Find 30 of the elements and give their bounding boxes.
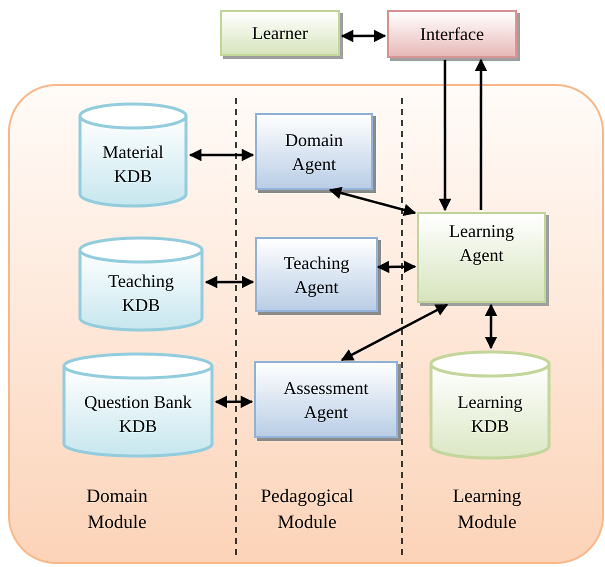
arrow (328, 186, 416, 216)
agent-box (417, 212, 546, 303)
arrow (474, 58, 488, 210)
node-label: Learner (251, 22, 309, 45)
node-label: Teaching Agent (282, 252, 350, 298)
agent-box (255, 237, 378, 312)
node-label: Learning Agent (448, 220, 515, 266)
agent-box (387, 10, 517, 58)
arrow (438, 60, 452, 212)
arrow (188, 148, 254, 162)
node-label: Teaching KDB (107, 270, 175, 317)
agent-box (255, 113, 373, 190)
node-label: Interface (419, 23, 485, 46)
arrow (204, 276, 254, 288)
module-label: Learning Module (452, 485, 522, 535)
agent-box (254, 361, 398, 438)
group-panel (8, 84, 604, 564)
node-label: Question Bank KDB (83, 391, 193, 438)
module-label: Pedagogical Module (260, 485, 354, 535)
module-label: Domain Module (85, 485, 149, 535)
node-label: Assessment Agent (282, 376, 370, 424)
node-label: Domain Agent (284, 128, 344, 176)
arrow (340, 30, 386, 42)
arrow (214, 396, 254, 408)
node-label: Material KDB (102, 141, 164, 188)
node-label: Learning KDB (456, 391, 524, 438)
arrow (484, 304, 498, 350)
arrow (340, 304, 448, 362)
arrow (376, 260, 416, 274)
agent-box (220, 10, 340, 56)
